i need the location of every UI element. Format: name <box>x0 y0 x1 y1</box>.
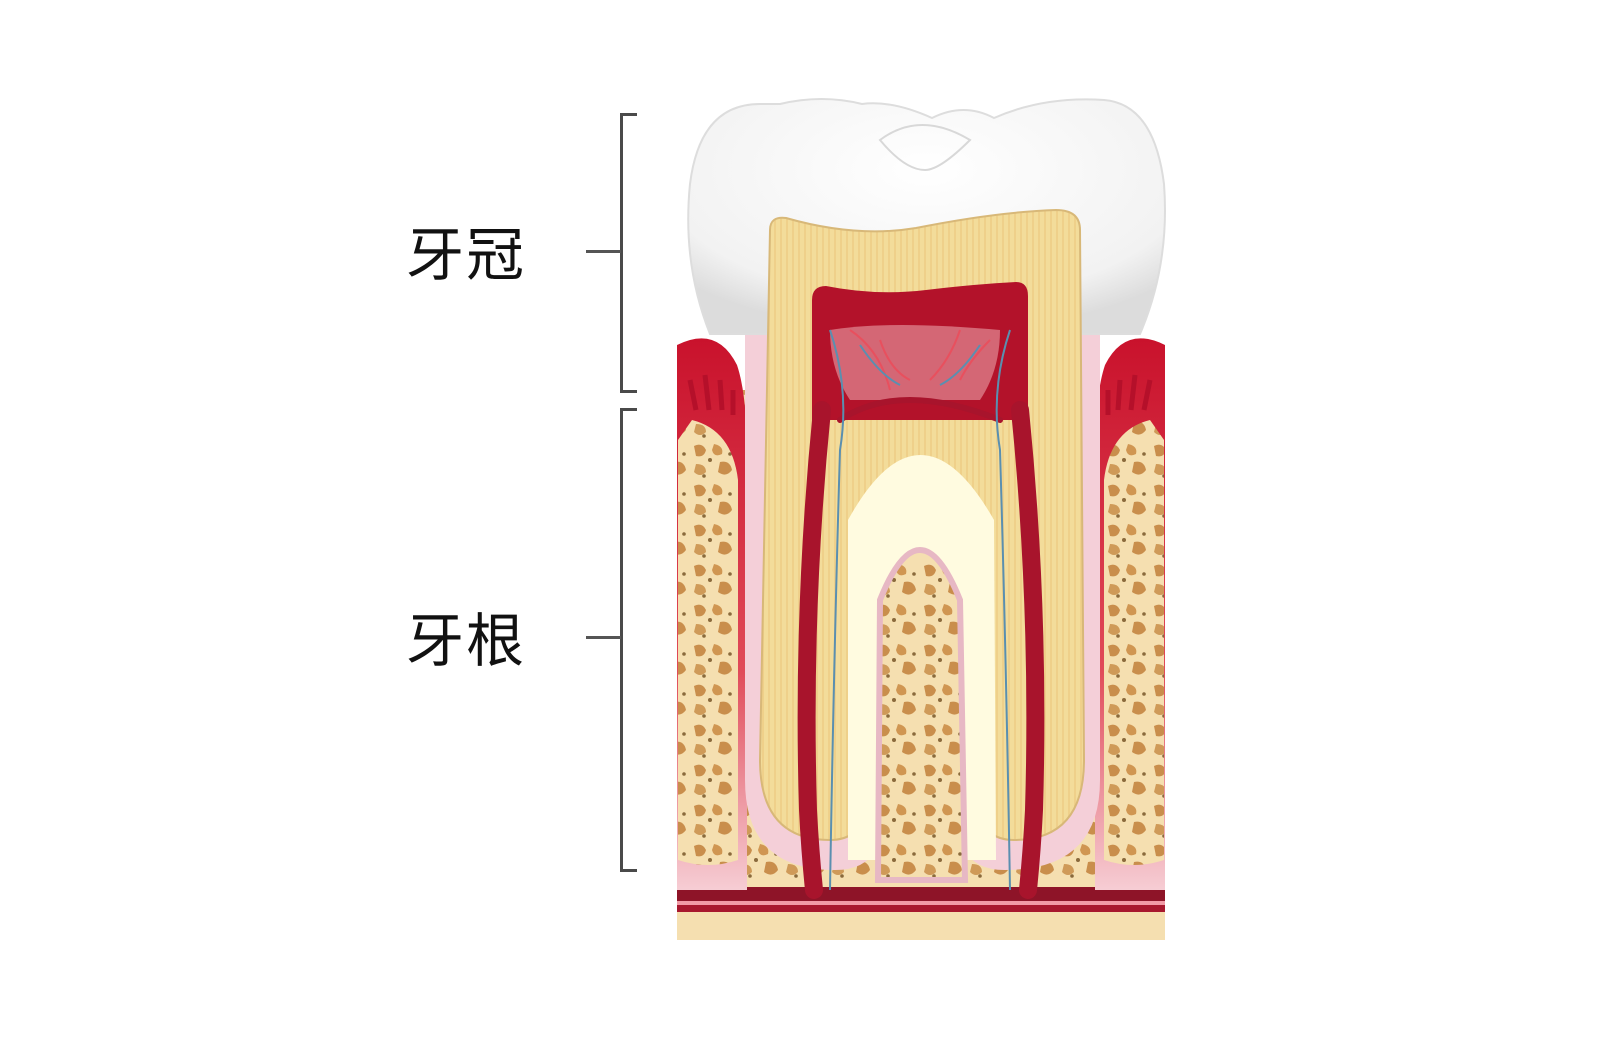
root-label: 牙根 <box>406 607 527 675</box>
crown-bracket <box>620 113 637 393</box>
crown-label: 牙冠 <box>406 221 527 289</box>
gum-left <box>677 338 747 890</box>
inter-root-bone <box>874 547 969 883</box>
nerves <box>829 329 1011 891</box>
root-canals <box>797 397 1045 899</box>
root-bracket <box>620 408 637 872</box>
crown-bracket-tick <box>586 250 621 253</box>
base-blood-vessel <box>677 887 1165 912</box>
root-bracket-tick <box>586 636 621 639</box>
gum-right <box>1095 338 1165 890</box>
